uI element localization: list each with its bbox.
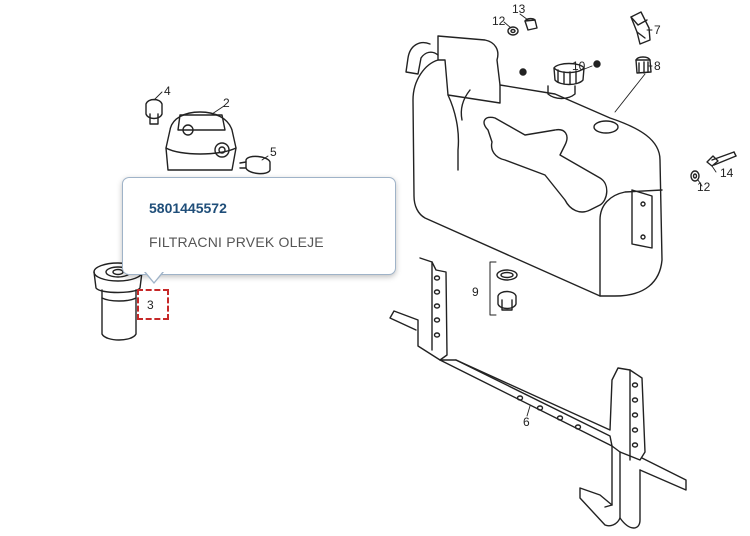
drain-plug[interactable] — [497, 290, 517, 311]
callout-9[interactable]: 9 — [472, 285, 479, 299]
part-description: FILTRACNI PRVEK OLEJE — [149, 234, 324, 250]
filter-housing[interactable] — [165, 111, 237, 171]
callout-5[interactable]: 5 — [270, 145, 277, 159]
elbow-fitting[interactable] — [630, 11, 651, 45]
bolt[interactable] — [706, 151, 737, 167]
callout-12a[interactable]: 12 — [492, 14, 506, 28]
plug[interactable] — [635, 56, 652, 74]
callout-4[interactable]: 4 — [164, 84, 171, 98]
callout-10[interactable]: 10 — [572, 59, 586, 73]
drain-washer[interactable] — [496, 269, 518, 281]
support-frame[interactable] — [389, 257, 687, 529]
callout-14[interactable]: 14 — [720, 166, 734, 180]
fitting-4[interactable] — [145, 98, 163, 125]
callout-6[interactable]: 6 — [523, 415, 530, 429]
leader-lines — [153, 13, 717, 417]
tooltip-arrow-inner — [145, 271, 163, 282]
tank[interactable] — [405, 35, 663, 297]
fitting-5[interactable] — [239, 155, 271, 175]
callout-3[interactable]: 3 — [147, 298, 154, 312]
washer[interactable] — [690, 170, 700, 182]
part-tooltip: 5801445572 FILTRACNI PRVEK OLEJE — [122, 177, 396, 275]
nut-12[interactable] — [507, 26, 519, 36]
callout-12b[interactable]: 12 — [697, 180, 711, 194]
callout-13[interactable]: 13 — [512, 2, 526, 16]
selected-part-highlight[interactable]: 3 — [137, 289, 169, 320]
callout-7[interactable]: 7 — [654, 23, 661, 37]
cap[interactable] — [553, 62, 585, 86]
part-number[interactable]: 5801445572 — [149, 200, 227, 216]
callout-2[interactable]: 2 — [223, 96, 230, 110]
nut-13[interactable] — [524, 17, 538, 31]
callout-8[interactable]: 8 — [654, 59, 661, 73]
